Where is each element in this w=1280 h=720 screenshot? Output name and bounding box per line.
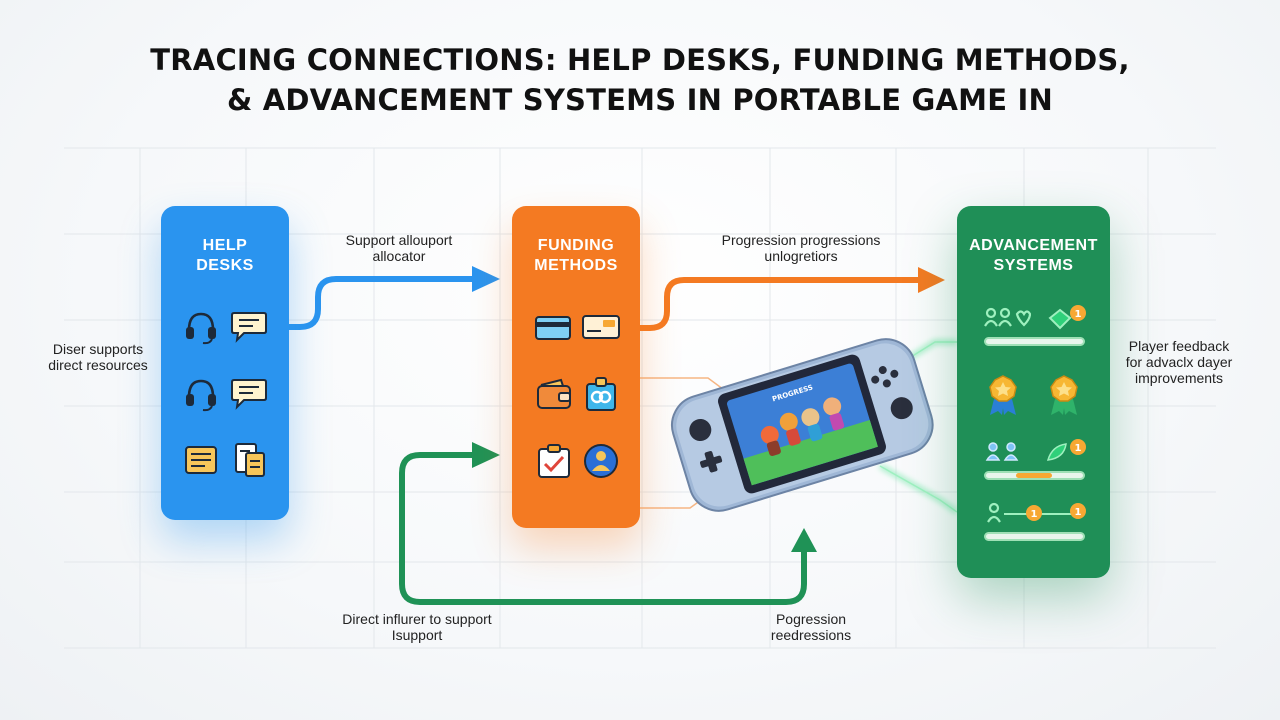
player-feedback-label: Player feedback for advaclx dayer improv… (1114, 338, 1244, 386)
arrow-help-to-funding (286, 266, 500, 330)
progress-fill (1016, 473, 1052, 478)
direct-influrer-line-2: Isupport (391, 627, 443, 643)
title-line-1: TRACING CONNECTIONS: HELP DESKS, FUNDING… (150, 43, 1130, 77)
wallet-icon (537, 378, 571, 409)
medal-icon (989, 375, 1017, 415)
badge-count: 1 (1075, 443, 1082, 454)
progress-bar (984, 471, 1085, 480)
badge-count: 1 (1075, 309, 1082, 320)
funding-methods-title: FUNDING METHODS (534, 237, 618, 274)
player-feedback-line-3: improvements (1135, 370, 1223, 386)
pogression-line-1: Pogression (775, 611, 847, 627)
people-icon (984, 307, 1031, 327)
gift-card-icon (582, 315, 620, 339)
chat-bubble-icon (231, 379, 267, 410)
arrow-funding-to-advancement (637, 267, 945, 331)
credit-card-icon (535, 316, 571, 340)
support-allocation-label: Support allouport allocator (324, 232, 474, 264)
chat-bubble-icon (231, 312, 267, 343)
people-icon (985, 442, 1019, 461)
player-feedback-line-2: for advaclx dayer (1125, 354, 1233, 370)
direct-influrer-label: Direct influrer to support Isupport (326, 611, 508, 643)
pogression-label: Pogression reedressions (750, 611, 872, 643)
progression-line-2: unlogretiors (764, 248, 838, 264)
progression-line-1: Progression progressions (721, 232, 881, 248)
support-allocation-line-2: allocator (372, 248, 426, 264)
title-line-2: & ADVANCEMENT SYSTEMS IN PORTABLE GAME I… (226, 83, 1054, 117)
support-allocation-line-1: Support allouport (345, 232, 453, 248)
direct-influrer-line-1: Direct influrer to support (342, 611, 492, 627)
help-desks-card: HELP DESKS (161, 206, 289, 520)
handheld-console: PROGRESS (671, 338, 934, 512)
pogression-line-2: reedressions (770, 627, 852, 643)
progression-label: Progression progressions unlogretiors (706, 232, 896, 264)
progress-bar (984, 337, 1085, 346)
gift-card-icon (586, 377, 616, 411)
leaf-icon: 1 (1046, 439, 1086, 461)
ticket-icon (185, 446, 217, 474)
checklist-icon (538, 444, 570, 478)
progress-bar (984, 532, 1085, 541)
player-feedback-line-1: Player feedback (1128, 338, 1230, 354)
help-desks-title: HELP DESKS (196, 237, 254, 274)
arrow-feedback-loop (399, 442, 817, 605)
funding-methods-card: FUNDING METHODS (512, 206, 640, 528)
document-icon (235, 443, 265, 477)
headset-icon (186, 312, 216, 345)
diser-line-2: direct resources (48, 357, 148, 373)
page-title: TRACING CONNECTIONS: HELP DESKS, FUNDING… (0, 40, 1280, 120)
advancement-systems-title: ADVANCEMENT SYSTEMS (969, 237, 1098, 274)
badge-count: 1 (1031, 509, 1038, 520)
diser-line-1: Diser supports (52, 341, 144, 357)
user-icon: 1 1 (987, 502, 1086, 523)
medal-icon (1050, 375, 1078, 415)
badge-count: 1 (1075, 507, 1082, 518)
people-icon (584, 444, 618, 478)
headset-icon (186, 379, 216, 412)
diser-supports-label: Diser supports direct resources (36, 341, 160, 373)
shield-icon: 1 (1048, 305, 1086, 330)
